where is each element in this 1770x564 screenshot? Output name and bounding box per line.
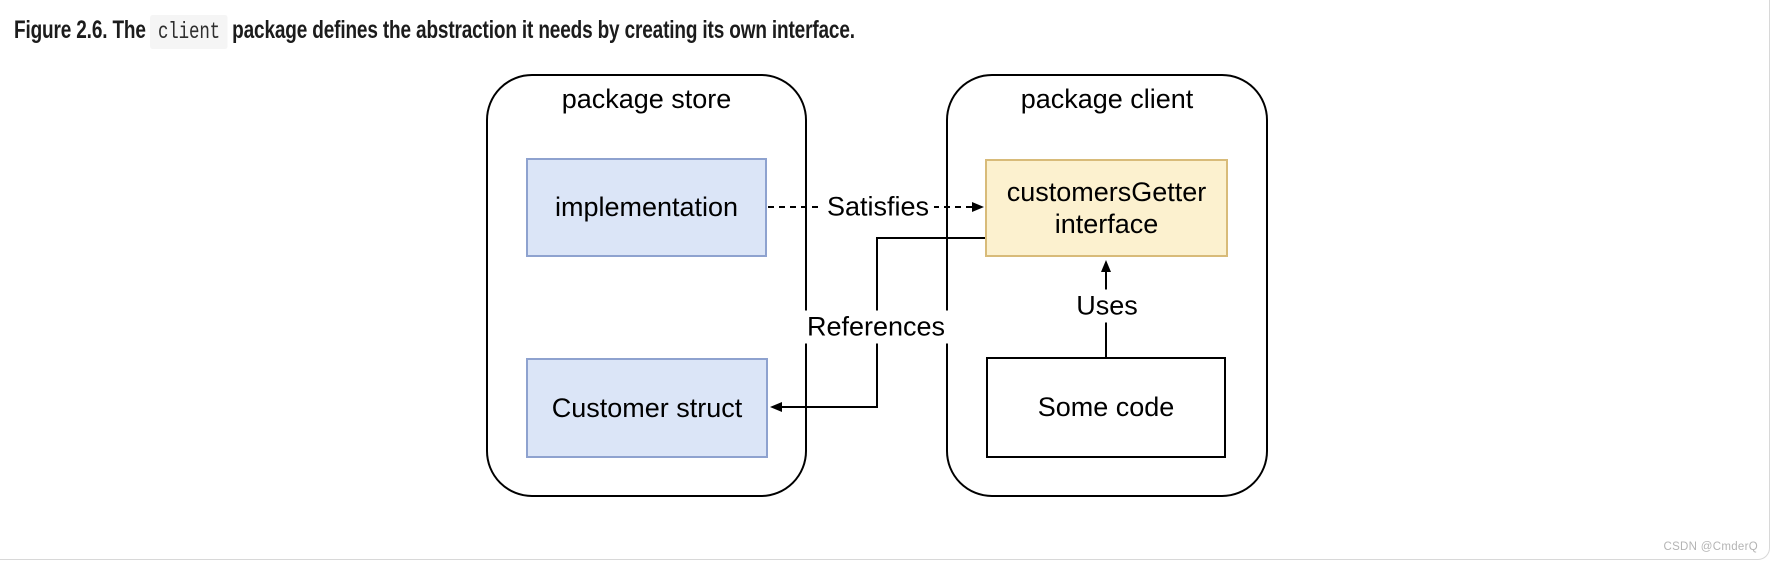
customers-getter-label-line1: customersGetter (1006, 176, 1207, 207)
customer-struct-label: Customer struct (551, 392, 743, 423)
package-client-label: package client (1020, 84, 1194, 114)
uses-edge-label: Uses (1071, 289, 1143, 323)
implementation-node: implementation (526, 158, 767, 257)
caption-suffix: package defines the abstraction it needs… (232, 16, 855, 44)
customers-getter-label-line2: interface (1054, 209, 1159, 239)
customer-struct-node: Customer struct (526, 358, 768, 458)
csdn-watermark: CSDN @CmderQ (1663, 541, 1758, 553)
some-code-node: Some code (986, 357, 1226, 458)
customers-getter-interface-node: customersGetter interface (985, 159, 1228, 257)
package-store-label: package store (561, 84, 732, 114)
references-edge-label: References (801, 310, 951, 344)
implementation-label: implementation (554, 192, 739, 223)
caption-code-client: client (150, 15, 228, 49)
caption-prefix: Figure 2.6. The (14, 16, 146, 44)
satisfies-edge-label: Satisfies (821, 190, 935, 224)
some-code-label: Some code (1037, 392, 1175, 423)
